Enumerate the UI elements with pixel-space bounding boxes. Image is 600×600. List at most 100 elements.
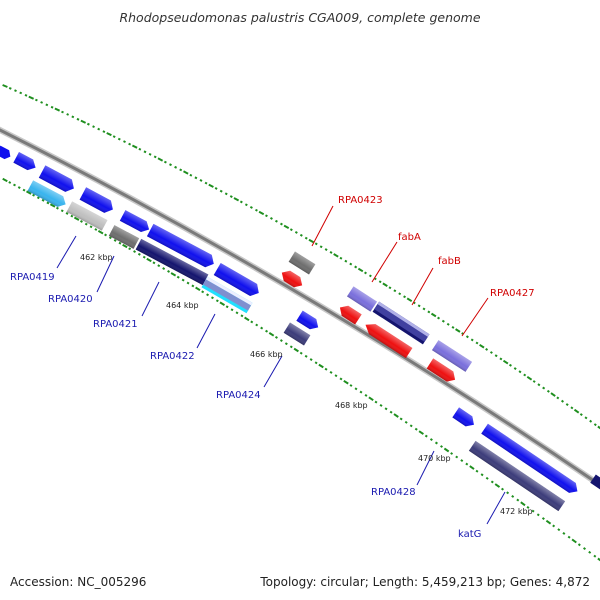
gene-label-fabA[interactable]: fabA bbox=[398, 232, 421, 243]
tick-mark bbox=[148, 152, 152, 156]
tick-mark bbox=[532, 380, 536, 383]
tick-mark bbox=[567, 535, 571, 539]
gene-arrow[interactable] bbox=[346, 286, 378, 312]
gene-arrow[interactable] bbox=[426, 358, 459, 384]
tick-mark bbox=[176, 275, 180, 279]
gene-arrow[interactable] bbox=[0, 145, 13, 161]
tick-mark bbox=[108, 236, 112, 240]
tick-mark bbox=[374, 400, 378, 404]
tick-mark bbox=[250, 320, 254, 324]
tick-mark bbox=[343, 379, 349, 385]
tick-mark bbox=[255, 323, 259, 327]
tick-mark bbox=[22, 188, 26, 192]
tick-mark bbox=[384, 407, 388, 411]
tick-mark bbox=[80, 119, 87, 124]
tick-mark bbox=[427, 310, 431, 314]
tick-mark bbox=[54, 107, 61, 112]
tick-mark bbox=[8, 86, 12, 90]
tick-mark bbox=[588, 550, 592, 554]
gene-label-RPA0423[interactable]: RPA0423 bbox=[338, 195, 383, 206]
tick-mark bbox=[364, 393, 368, 397]
tick-mark bbox=[388, 286, 392, 290]
gene-arrow[interactable] bbox=[283, 322, 311, 346]
tick-mark bbox=[434, 441, 438, 445]
tick-mark bbox=[446, 322, 450, 326]
gene-arrow[interactable] bbox=[296, 310, 321, 333]
kbp-label: 464 kbp bbox=[166, 301, 199, 310]
tick-mark bbox=[181, 278, 185, 282]
gene-arrow[interactable] bbox=[201, 276, 253, 314]
gene-label-RPA0428[interactable]: RPA0428 bbox=[371, 487, 416, 498]
tick-mark bbox=[28, 95, 35, 100]
gene-arrow[interactable] bbox=[27, 180, 69, 209]
gene-arrow[interactable] bbox=[452, 407, 477, 429]
tick-mark bbox=[501, 487, 504, 491]
tick-mark bbox=[153, 155, 157, 159]
gene-arrow[interactable] bbox=[468, 440, 566, 512]
tick-mark bbox=[133, 250, 137, 253]
gene-arrow[interactable] bbox=[135, 238, 209, 286]
gene-arrow[interactable] bbox=[213, 262, 263, 299]
gene-arrow[interactable] bbox=[337, 302, 362, 325]
gene-arrows bbox=[0, 145, 600, 512]
tick-mark bbox=[183, 170, 189, 175]
tick-mark bbox=[475, 341, 479, 345]
tick-mark bbox=[489, 351, 493, 354]
tick-mark bbox=[106, 132, 112, 137]
gene-arrow[interactable] bbox=[288, 251, 316, 275]
tick-mark bbox=[299, 233, 303, 237]
gene-arrow[interactable] bbox=[481, 423, 581, 497]
tick-mark bbox=[398, 292, 402, 296]
gene-arrow[interactable] bbox=[79, 187, 117, 215]
gene-label-RPA0419[interactable]: RPA0419 bbox=[10, 272, 55, 283]
gene-label-RPA0420[interactable]: RPA0420 bbox=[48, 294, 93, 305]
tick-mark bbox=[199, 179, 203, 182]
gene-arrow[interactable] bbox=[362, 320, 413, 359]
gene-label-katG[interactable]: katG bbox=[458, 529, 481, 540]
gene-arrow[interactable] bbox=[38, 165, 77, 194]
gene-arrow[interactable] bbox=[66, 201, 108, 231]
tick-mark bbox=[409, 424, 413, 428]
gene-label-fabB[interactable]: fabB bbox=[438, 256, 461, 267]
tick-mark bbox=[123, 140, 126, 143]
gene-arrow[interactable] bbox=[590, 474, 600, 490]
tick-mark bbox=[13, 183, 16, 187]
gene-label-RPA0421[interactable]: RPA0421 bbox=[93, 319, 138, 330]
kbp-labels: 462 kbp 464 kbp 466 kbp 468 kbp 470 kbp … bbox=[80, 253, 533, 516]
gene-label-RPA0424[interactable]: RPA0424 bbox=[216, 390, 261, 401]
tick-mark bbox=[502, 359, 509, 365]
gene-arrow[interactable] bbox=[431, 340, 473, 372]
tick-mark bbox=[289, 228, 293, 232]
tick-mark bbox=[194, 176, 198, 180]
tick-mark bbox=[268, 332, 275, 337]
tick-mark bbox=[55, 206, 59, 210]
kbp-label: 470 kbp bbox=[418, 454, 451, 463]
tick-mark bbox=[258, 210, 265, 216]
gene-arrow[interactable] bbox=[13, 152, 38, 173]
tick-mark bbox=[378, 280, 382, 284]
gene-arrow[interactable] bbox=[146, 223, 217, 270]
tick-mark bbox=[244, 203, 248, 207]
gene-label-RPA0422[interactable]: RPA0422 bbox=[150, 351, 195, 362]
genome-stats-text: Topology: circular; Length: 5,459,213 bp… bbox=[260, 575, 590, 589]
gene-arrow[interactable] bbox=[279, 268, 306, 291]
tick-mark bbox=[265, 214, 268, 218]
tick-mark bbox=[523, 373, 527, 377]
gene-arrow[interactable] bbox=[372, 301, 430, 345]
gene-arrow[interactable] bbox=[119, 210, 152, 235]
tick-mark bbox=[128, 142, 132, 146]
genome-backbone bbox=[0, 126, 600, 488]
tick-mark bbox=[349, 262, 353, 266]
gene-label-RPA0427[interactable]: RPA0427 bbox=[490, 288, 535, 299]
tick-mark bbox=[424, 434, 428, 438]
tick-mark bbox=[219, 301, 226, 306]
gene-arrow[interactable] bbox=[108, 225, 140, 249]
tick-mark bbox=[189, 173, 193, 177]
tick-mark bbox=[131, 144, 138, 149]
tick-mark bbox=[344, 259, 348, 263]
tick-mark bbox=[589, 419, 593, 423]
tick-mark bbox=[113, 239, 117, 242]
tick-mark bbox=[26, 190, 32, 195]
tick-mark bbox=[485, 476, 489, 480]
tick-mark bbox=[364, 271, 367, 275]
